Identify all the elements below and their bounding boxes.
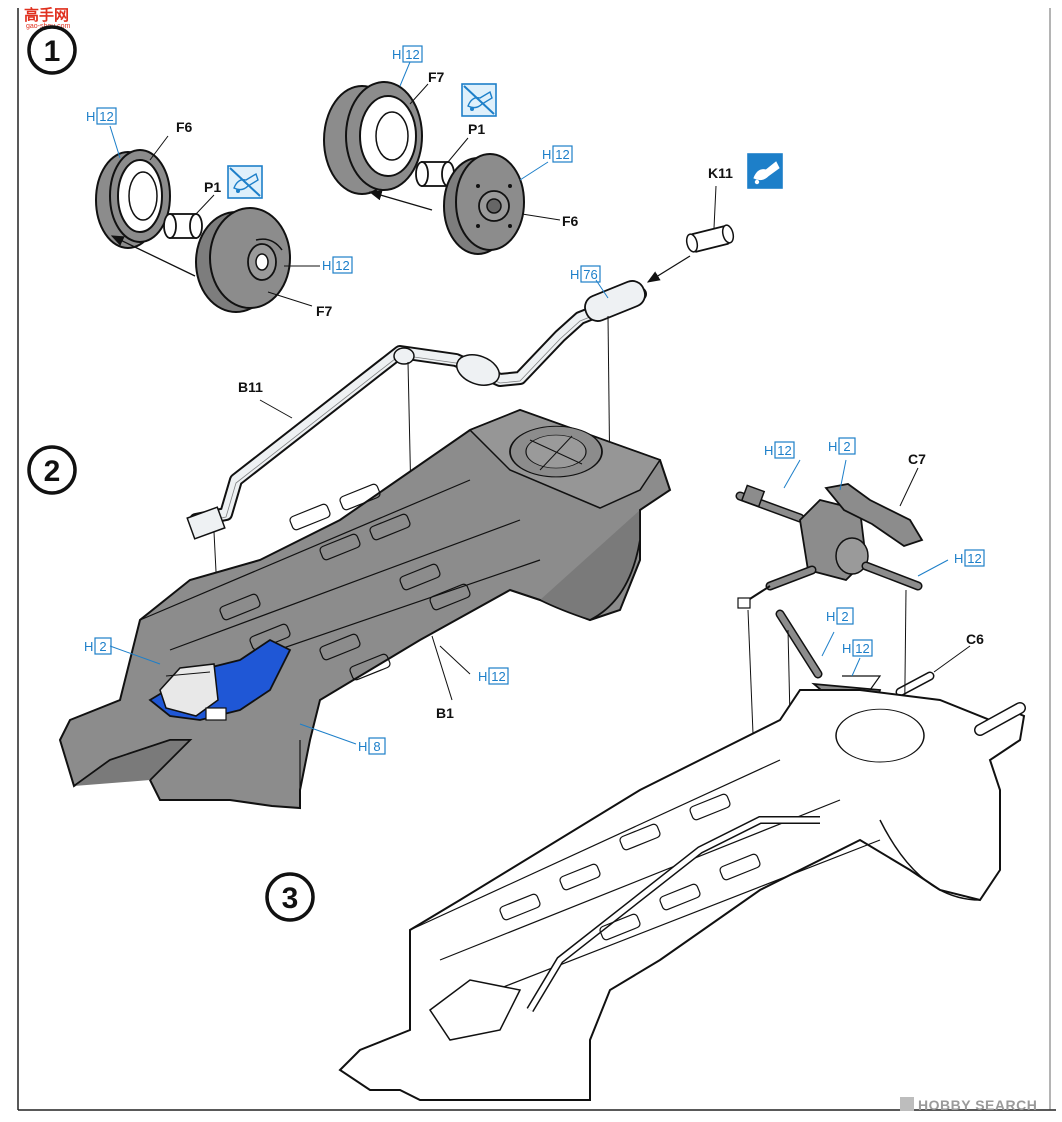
hobby-search-credit: HOBBY SEARCH: [900, 1097, 1037, 1113]
tire-f6-left: [95, 149, 171, 249]
color-callout: H 12: [86, 107, 117, 125]
svg-text:2: 2: [843, 439, 850, 454]
part-label-c6: C6: [966, 631, 984, 647]
svg-text:12: 12: [777, 443, 791, 458]
pin-p1-left: [163, 213, 203, 239]
color-callout: H 12: [322, 256, 353, 274]
svg-text:12: 12: [491, 669, 505, 684]
svg-text:12: 12: [335, 258, 349, 273]
assembly-arrow: [368, 190, 433, 211]
color-callout: H 2: [84, 637, 112, 655]
svg-text:H: H: [322, 258, 331, 273]
wheel-assembly-left: [95, 125, 320, 313]
wheel-f7-left: [195, 207, 291, 313]
part-label-p1: P1: [468, 121, 485, 137]
part-label-f6: F6: [562, 213, 579, 229]
svg-text:H: H: [358, 739, 367, 754]
svg-text:8: 8: [373, 739, 380, 754]
part-label-p1: P1: [204, 179, 221, 195]
svg-text:H: H: [826, 609, 835, 624]
svg-text:12: 12: [99, 109, 113, 124]
svg-text:2: 2: [44, 455, 61, 488]
svg-text:H: H: [478, 669, 487, 684]
part-label-k11: K11: [708, 165, 733, 181]
step-3-badge: 3: [265, 872, 315, 922]
color-callout: H 12: [478, 667, 509, 685]
svg-text:H: H: [392, 47, 401, 62]
part-label-f6: F6: [176, 119, 193, 135]
rear-axle-c7: [735, 459, 949, 609]
svg-text:H: H: [764, 443, 773, 458]
assembly-arrow: [646, 255, 691, 283]
svg-text:2: 2: [841, 609, 848, 624]
svg-text:1: 1: [44, 35, 61, 68]
svg-text:H: H: [954, 551, 963, 566]
glue-icon: [747, 153, 783, 189]
svg-text:12: 12: [555, 147, 569, 162]
svg-text:高手网: 高手网: [24, 6, 69, 24]
svg-text:3: 3: [282, 882, 299, 915]
svg-text:H: H: [570, 267, 579, 282]
color-callout: H 12: [764, 441, 795, 459]
wheel-f6-center: [443, 153, 525, 255]
color-callout: H 12: [542, 145, 573, 163]
svg-text:2: 2: [99, 639, 106, 654]
svg-text:12: 12: [855, 641, 869, 656]
color-callout: H 2: [826, 607, 854, 625]
assembly-arrow: [110, 235, 196, 277]
part-label-b11: B11: [238, 379, 263, 395]
svg-text:HOBBY SEARCH: HOBBY SEARCH: [918, 1097, 1037, 1113]
svg-text:H: H: [84, 639, 93, 654]
step-2-badge: 2: [27, 445, 77, 495]
no-glue-icon: [461, 83, 497, 117]
svg-text:H: H: [86, 109, 95, 124]
part-label-f7: F7: [428, 69, 445, 85]
no-glue-icon: [227, 165, 263, 199]
svg-text:H: H: [542, 147, 551, 162]
color-callout: H 12: [392, 45, 423, 63]
svg-text:76: 76: [583, 267, 597, 282]
wheel-assembly-center: [323, 61, 561, 255]
color-callout: H 12: [842, 639, 873, 657]
part-label-c7: C7: [908, 451, 926, 467]
color-callout: H 76: [570, 265, 601, 283]
color-callout: H 12: [954, 549, 985, 567]
color-callout: H 2: [828, 437, 856, 455]
chassis-assembled: [338, 689, 1026, 1101]
svg-text:H: H: [842, 641, 851, 656]
color-callout: H 8: [358, 737, 386, 755]
fuel-tank-blue: [109, 638, 292, 721]
muffler-tip-k11: [685, 185, 735, 253]
exhaust-b11: [186, 279, 647, 540]
svg-text:12: 12: [405, 47, 419, 62]
part-label-b1: B1: [436, 705, 454, 721]
part-label-f7: F7: [316, 303, 333, 319]
step-1-badge: 1: [27, 25, 77, 75]
tire-f7-center: [323, 81, 423, 195]
svg-text:H: H: [828, 439, 837, 454]
svg-text:12: 12: [967, 551, 981, 566]
